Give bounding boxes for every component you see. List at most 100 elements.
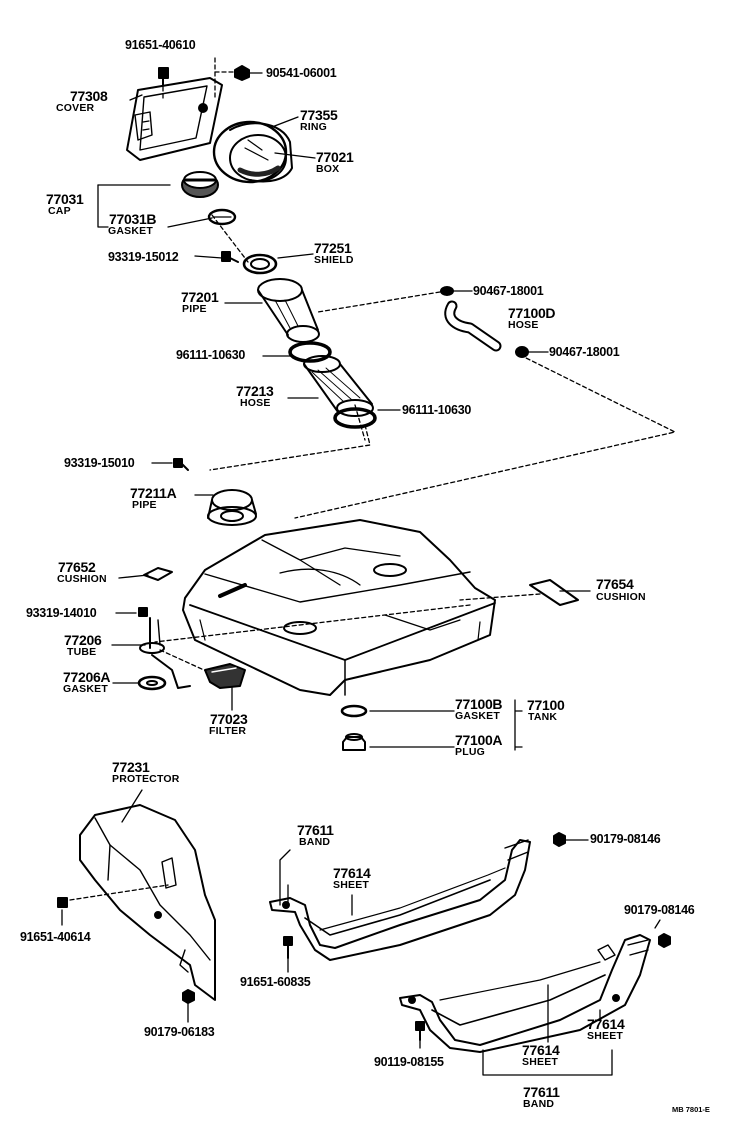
screw-93319-14010: [138, 607, 148, 617]
assembly-dash-lines: [69, 57, 676, 901]
label-77031b: 77031B: [109, 211, 157, 227]
label-sheet-a: SHEET: [333, 879, 370, 891]
band-77611-lower: [399, 934, 651, 1053]
label-cap: CAP: [48, 205, 71, 217]
label-cover: COVER: [56, 102, 95, 114]
label-77100: 77100: [527, 697, 565, 713]
label-77308: 77308: [70, 88, 108, 104]
label-93319-14010: 93319-14010: [26, 606, 97, 620]
cover-77308: [126, 77, 223, 161]
label-tank: TANK: [528, 711, 558, 723]
label-77100d: 77100D: [508, 305, 556, 321]
label-91651-40614: 91651-40614: [20, 930, 91, 944]
clamp-96111-10630-lower: [333, 407, 377, 429]
label-hose-b: HOSE: [240, 397, 271, 409]
label-band-a: BAND: [299, 836, 331, 848]
label-77201: 77201: [181, 289, 219, 305]
ring-box-77355-77021: [212, 120, 293, 184]
screw-93319-15010: [173, 458, 189, 471]
label-90467-18001-a: 90467-18001: [473, 284, 544, 298]
gasket-77206a: [137, 675, 167, 691]
label-77021: 77021: [316, 149, 354, 165]
label-protector: PROTECTOR: [112, 773, 180, 785]
label-90119-08155: 90119-08155: [374, 1055, 444, 1069]
label-93319-15012: 93319-15012: [108, 250, 179, 264]
label-tube: TUBE: [67, 646, 97, 658]
label-filter: FILTER: [209, 725, 247, 737]
label-90179-08146-b: 90179-08146: [624, 903, 695, 917]
label-77251: 77251: [314, 240, 352, 256]
label-77652: 77652: [58, 559, 96, 575]
nut-90179-08146-b: [658, 933, 671, 948]
label-gasket-a: GASKET: [108, 225, 153, 237]
label-sheet-c: SHEET: [522, 1056, 559, 1068]
bolt-90119-08155: [415, 1021, 425, 1041]
label-77100b: 77100B: [455, 696, 503, 712]
label-90179-08146-a: 90179-08146: [590, 832, 661, 846]
label-77614-b: 77614: [587, 1016, 625, 1032]
label-77611-b: 77611: [523, 1084, 560, 1100]
nut-90179-08146-a: [553, 832, 566, 847]
label-ring: RING: [300, 121, 328, 133]
gasket-77100b: [340, 704, 368, 718]
leader-lines: [61, 72, 661, 1076]
tank-77100: [182, 519, 496, 696]
clip-90467-18001-a: [440, 286, 454, 296]
band-77611-upper: [269, 839, 531, 961]
label-90467-18001-b: 90467-18001: [549, 345, 620, 359]
label-plug: PLUG: [455, 746, 485, 758]
label-77206: 77206: [64, 632, 102, 648]
hose-77100d: [444, 300, 502, 352]
pipe-77201: [257, 278, 320, 343]
label-sheet-b: SHEET: [587, 1030, 624, 1042]
label-band-b: BAND: [523, 1098, 555, 1110]
label-pipe-a: PIPE: [182, 303, 207, 315]
label-91651-60835: 91651-60835: [240, 975, 311, 989]
label-96111-10630-b: 96111-10630: [402, 403, 472, 417]
nut-90179-06183: [182, 989, 195, 1004]
filter-77023: [204, 663, 246, 689]
pipe-77211a: [207, 489, 257, 526]
label-gasket-c: GASKET: [455, 710, 500, 722]
label-77031: 77031: [46, 191, 84, 207]
label-77213: 77213: [236, 383, 274, 399]
label-77611-a: 77611: [297, 822, 334, 838]
label-90541-06001: 90541-06001: [266, 66, 337, 80]
label-cushion-a: CUSHION: [57, 573, 107, 585]
label-96111-10630-a: 96111-10630: [176, 348, 246, 362]
label-box: BOX: [316, 163, 340, 175]
label-77614-c: 77614: [522, 1042, 560, 1058]
gasket-77031b: [207, 208, 237, 226]
label-77654: 77654: [596, 576, 634, 592]
cushion-77652: [143, 567, 173, 581]
label-77023: 77023: [210, 711, 248, 727]
label-77231: 77231: [112, 759, 150, 775]
clamp-96111-10630-upper: [288, 341, 332, 363]
label-77355: 77355: [300, 107, 338, 123]
protector-77231: [79, 804, 216, 1001]
label-cushion-b: CUSHION: [596, 591, 646, 603]
bolt-91651-40610: [158, 67, 169, 87]
label-77211a: 77211A: [130, 485, 177, 501]
footer-code: MB 7801-E: [672, 1105, 710, 1114]
cushion-77654: [529, 579, 579, 606]
label-90179-06183: 90179-06183: [144, 1025, 215, 1039]
label-93319-15010: 93319-15010: [64, 456, 135, 470]
label-pipe-b: PIPE: [132, 499, 157, 511]
hose-77213: [303, 355, 374, 417]
screw-93319-15012: [221, 251, 239, 263]
bolt-91651-60835: [283, 936, 293, 959]
tube-77206: [139, 617, 191, 689]
clip-90467-18001-b: [515, 346, 529, 358]
label-77100a: 77100A: [455, 732, 503, 748]
cap-77031: [181, 171, 219, 198]
label-77206a: 77206A: [63, 669, 111, 685]
label-shield: SHIELD: [314, 254, 354, 266]
shield-77251: [242, 253, 278, 275]
bolt-91651-40614: [57, 897, 68, 908]
label-gasket-b: GASKET: [63, 683, 108, 695]
plug-77100a: [342, 733, 366, 751]
label-77614-a: 77614: [333, 865, 371, 881]
